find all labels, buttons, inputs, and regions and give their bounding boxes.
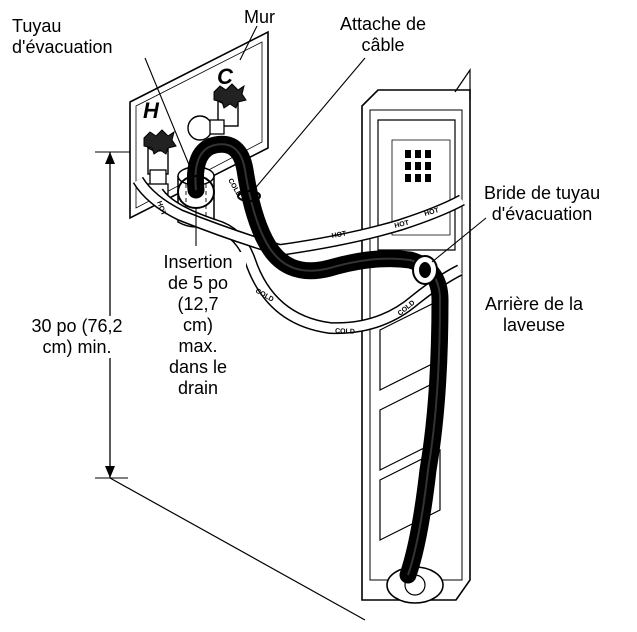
washer-back: [361, 68, 471, 604]
leader-lines: [144, 25, 487, 263]
cable-tie-icon: [237, 190, 261, 202]
drain-hose: [186, 135, 449, 584]
minimum-height-label: 30 po (76,2 cm) min.: [18, 316, 136, 358]
hot-hose-marking-4: HOT: [155, 200, 167, 217]
cable-tie-label: Attache de câble: [340, 14, 427, 55]
hot-letter: H: [143, 98, 160, 123]
hot-hose-marking-2: HOT: [394, 219, 411, 230]
floor-line: [109, 477, 366, 621]
washer-back-label: Arrière de la laveuse: [485, 294, 584, 335]
cold-faucet-icon: [187, 83, 247, 141]
insertion-depth-label: Insertion de 5 po (12,7 cm) max. dans le…: [150, 252, 246, 399]
hot-hose-marking: HOT: [331, 230, 347, 240]
drain-hose-clamp-label: Bride de tuyau d'évacuation: [484, 183, 601, 224]
hot-hose-marking-3: HOT: [424, 207, 441, 218]
drain-hose-clamp-icon: [412, 255, 438, 285]
cold-hose-marking-2: COLD: [335, 328, 355, 336]
drain-hose-label: Tuyau d'évacuation: [12, 16, 113, 57]
wall-label: Mur: [244, 7, 275, 27]
hot-faucet-icon: [143, 129, 177, 195]
cold-letter: C: [217, 64, 234, 89]
height-dimension: [95, 151, 130, 479]
